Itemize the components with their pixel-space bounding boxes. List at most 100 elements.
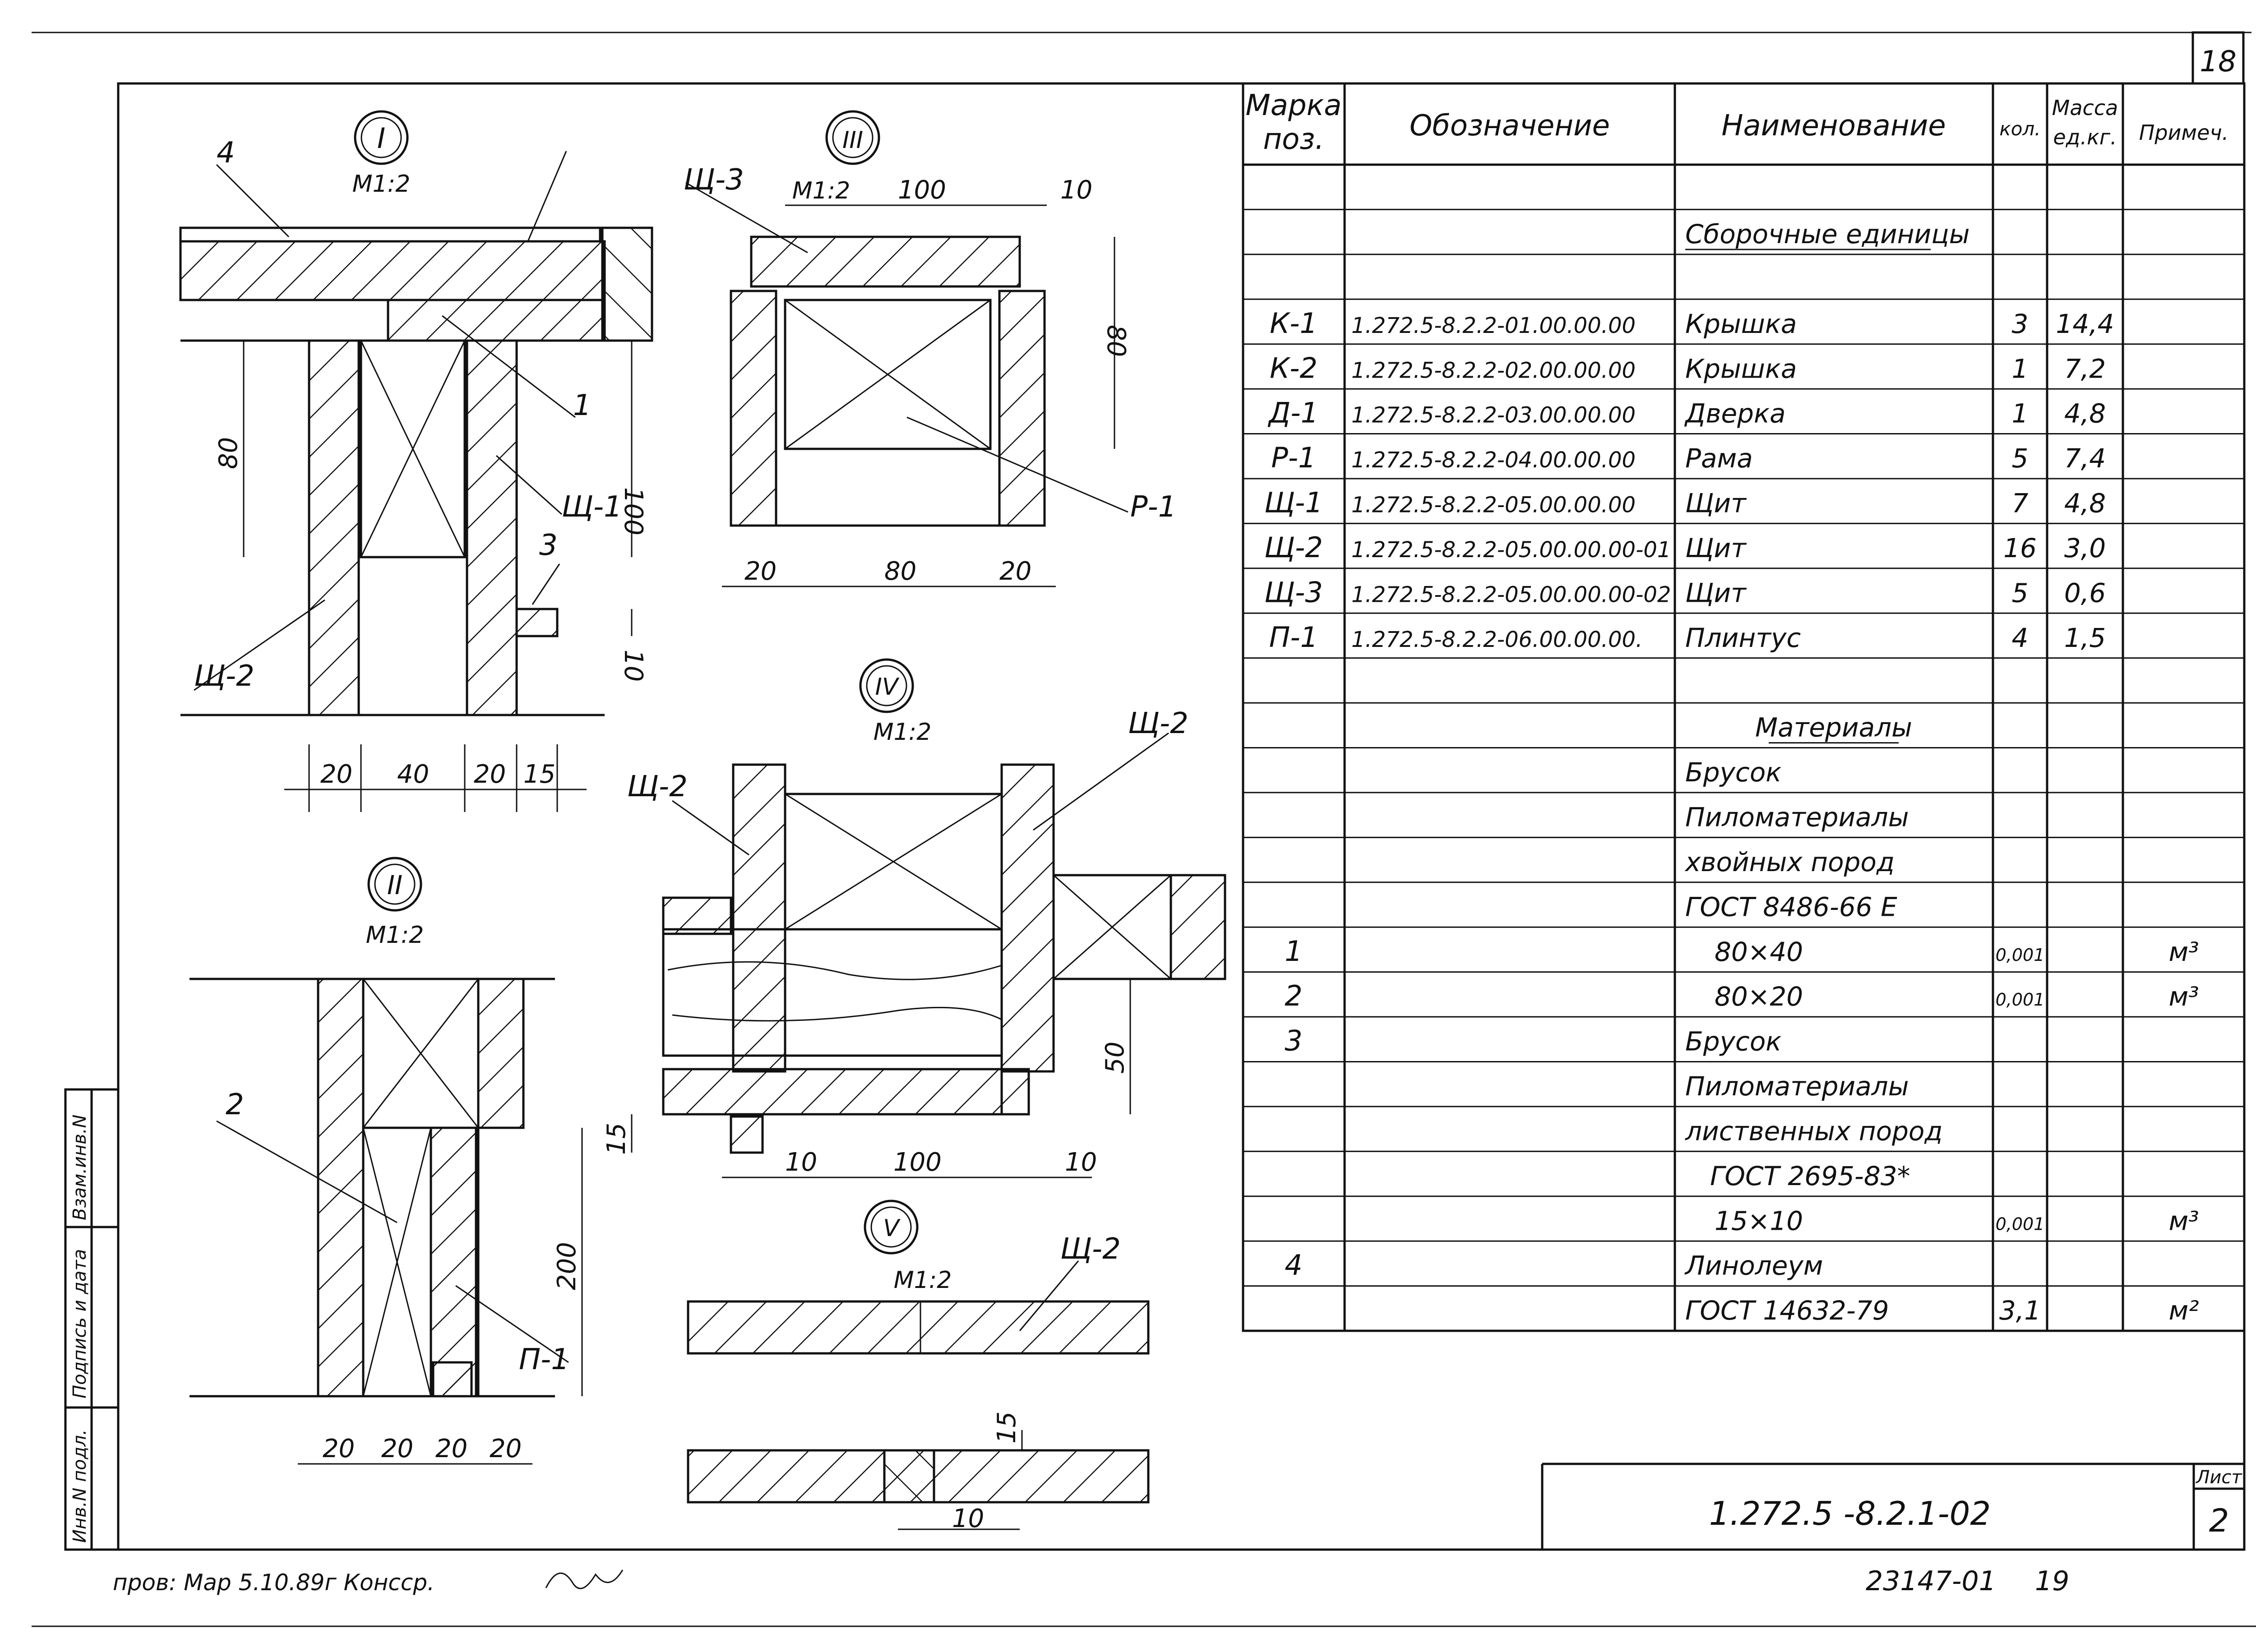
cell-qty: 1 — [2012, 353, 2029, 384]
section-view-V: V М1:2 Щ-2 15 10 — [687, 1200, 1150, 1533]
cell-mass: 7,4 — [2064, 443, 2106, 474]
specification-table: Марка поз. Обозначение Наименование кол.… — [1242, 82, 2246, 1332]
view-II-scale: М1:2 — [366, 922, 424, 949]
cell-designation: 1.272.5-8.2.2-05.00.00.00-01 — [1351, 537, 1671, 563]
view-I-label-shch2: Щ-2 — [194, 660, 254, 693]
view-I-numeral: I — [377, 122, 385, 155]
view-I-dim-40: 40 — [397, 760, 429, 789]
cell-designation: 1.272.5-8.2.2-05.00.00.00-02 — [1351, 582, 1671, 607]
table-row: Брусок — [1685, 757, 1781, 788]
cell-name: Дверка — [1684, 398, 1786, 429]
cell-qty: 5 — [2012, 577, 2029, 608]
cell-designation: 1.272.5-8.2.2-03.00.00.00 — [1351, 403, 1636, 428]
cell-mass: 3,0 — [2064, 533, 2106, 563]
cell-mass: 1,5 — [2064, 623, 2106, 653]
list-number: 2 — [2209, 1502, 2229, 1539]
view-IV-dim-10b: 10 — [1065, 1148, 1097, 1177]
table-row: Материалы — [1755, 712, 1912, 744]
view-IV-dim-100: 100 — [893, 1148, 942, 1177]
table-row: ГОСТ 2695-83* — [1710, 1161, 1910, 1191]
view-III-scale: М1:2 — [792, 177, 851, 204]
view-I-dim-80: 80 — [214, 437, 243, 469]
cell-mark: Щ-3 — [1264, 576, 1323, 609]
view-III-dim-80b: 80 — [884, 557, 916, 586]
cell-name: Пиломатериалы — [1685, 1071, 1909, 1102]
view-IV-dim-15: 15 — [602, 1123, 631, 1155]
section-view-I: I М1:2 4 1 Щ-1 Щ-2 3 80 — [179, 110, 653, 812]
cell-mass: 0,6 — [2064, 577, 2106, 608]
cell-name: Брусок — [1685, 1026, 1781, 1057]
header-note: Примеч. — [2139, 120, 2229, 145]
view-II-numeral: II — [387, 870, 402, 900]
view-I-dim-100: 100 — [619, 487, 648, 535]
cell-mark: 1 — [1285, 935, 1302, 968]
cell-qty: 7 — [2012, 488, 2029, 519]
cell-mark: К-1 — [1270, 307, 1318, 340]
view-V-label-shch2: Щ-2 — [1060, 1232, 1121, 1266]
cell-name: Щит — [1685, 488, 1747, 519]
cell-mark: Щ-1 — [1264, 486, 1323, 519]
view-III-dim-20a: 20 — [744, 557, 777, 586]
cell-qty: 16 — [2003, 533, 2037, 563]
cell-name: Брусок — [1685, 757, 1781, 788]
header-designation: Обозначение — [1410, 109, 1610, 143]
stamp-signature-label: Подпись и дата — [69, 1249, 90, 1398]
cell-mark: К-2 — [1270, 351, 1318, 384]
cell-qty: 3 — [2012, 309, 2029, 339]
cell-note: м³ — [2168, 937, 2199, 967]
cell-note: м² — [2168, 1295, 2199, 1326]
view-I-dim-20a: 20 — [320, 760, 352, 789]
section-view-II: II М1:2 2 П-1 200 20 20 20 20 — [190, 857, 583, 1465]
cell-name: Крышка — [1685, 309, 1797, 339]
cell-name: Рама — [1685, 443, 1753, 474]
title-block: Лист 2 1.272.5 -8.2.1-02 23147-01 19 — [1541, 1463, 2244, 1597]
side-stamp: Инв.N подл. Подпись и дата Взам.инв.N — [64, 1088, 120, 1551]
cell-name: ГОСТ 2695-83* — [1710, 1161, 1910, 1191]
cell-mark: П-1 — [1269, 621, 1318, 654]
view-V-dim-10: 10 — [952, 1504, 984, 1533]
view-I-dim-20b: 20 — [474, 760, 506, 789]
view-I-label-4: 4 — [217, 136, 235, 170]
table-header: Марка поз. Обозначение Наименование кол.… — [1246, 89, 2229, 156]
cell-mark: Р-1 — [1271, 441, 1316, 474]
cell-designation: 1.272.5-8.2.2-02.00.00.00 — [1351, 358, 1636, 383]
view-I-label-1: 1 — [573, 389, 592, 422]
cell-qty: 5 — [2012, 443, 2029, 474]
cell-name: 15×10 — [1715, 1205, 1803, 1236]
view-IV-dim-10a: 10 — [785, 1148, 817, 1177]
cell-qty: 4 — [2012, 623, 2029, 653]
cell-designation: 1.272.5-8.2.2-06.00.00.00. — [1351, 627, 1642, 652]
cell-name: Сборочные единицы — [1685, 219, 1970, 249]
table-row: ГОСТ 8486-66 Е — [1685, 891, 1897, 922]
cell-qty: 0,001 — [1996, 1214, 2045, 1234]
cell-note: м³ — [2168, 1205, 2199, 1236]
handwritten-signature — [545, 1569, 624, 1589]
view-II-label-p1: П-1 — [519, 1343, 569, 1376]
cell-name: 80×20 — [1715, 981, 1803, 1012]
view-I-scale: М1:2 — [352, 171, 411, 198]
cell-note: м³ — [2168, 981, 2199, 1012]
header-mass-line1: Масса — [2052, 96, 2118, 120]
view-II-dim-20b: 20 — [381, 1434, 413, 1463]
view-II-dim-200: 200 — [552, 1242, 582, 1290]
document-code: 1.272.5 -8.2.1-02 — [1709, 1495, 1991, 1532]
cell-mass: 14,4 — [2056, 309, 2114, 339]
sheet-number: 18 — [2200, 45, 2236, 78]
view-IV-numeral: IV — [875, 674, 900, 701]
view-I-dim-15: 15 — [523, 760, 555, 789]
cell-mark: Д-1 — [1267, 397, 1318, 429]
cell-qty: 3,1 — [1999, 1295, 2041, 1326]
table-row: лиственных пород — [1685, 1116, 1943, 1146]
cell-name: лиственных пород — [1685, 1116, 1943, 1146]
cell-name: Крышка — [1685, 353, 1797, 384]
cell-name: Материалы — [1755, 712, 1912, 743]
view-III-dim-100: 100 — [898, 175, 946, 205]
view-IV-dim-50: 50 — [1100, 1042, 1130, 1074]
cell-name: Пиломатериалы — [1685, 802, 1909, 832]
